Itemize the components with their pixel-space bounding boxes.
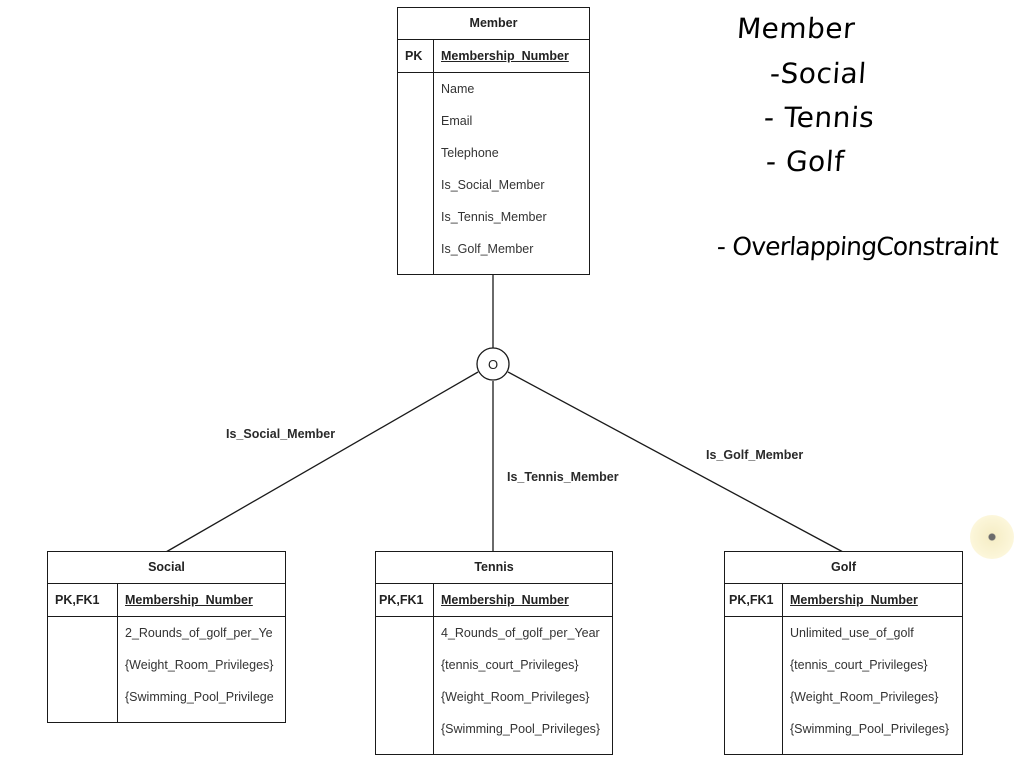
primary-key-name: Membership_Number bbox=[790, 593, 918, 607]
handwritten-note-item: - Golf bbox=[764, 145, 846, 178]
primary-key-name: Membership_Number bbox=[441, 593, 569, 607]
attribute-item: {Weight_Room_Privileges} bbox=[125, 658, 274, 672]
primary-key-row: PK,FK1 Membership_Number bbox=[376, 584, 612, 617]
attribute-list: Unlimited_use_of_golf {tennis_court_Priv… bbox=[783, 617, 962, 754]
key-column bbox=[376, 617, 434, 754]
attribute-list: Name Email Telephone Is_Social_Member Is… bbox=[434, 73, 589, 274]
attribute-item: Telephone bbox=[441, 146, 499, 160]
entity-title: Tennis bbox=[376, 552, 612, 584]
attribute-item: Email bbox=[441, 114, 473, 128]
key-column bbox=[48, 617, 118, 722]
attribute-section: 4_Rounds_of_golf_per_Year {tennis_court_… bbox=[376, 617, 612, 754]
key-label: PK,FK1 bbox=[376, 584, 434, 616]
attribute-item: Is_Tennis_Member bbox=[441, 210, 547, 224]
attribute-list: 2_Rounds_of_golf_per_Ye {Weight_Room_Pri… bbox=[118, 617, 285, 722]
attribute-item: {Weight_Room_Privileges} bbox=[441, 690, 590, 704]
attribute-item: {Swimming_Pool_Privilege bbox=[125, 690, 274, 704]
attribute-item: {tennis_court_Privileges} bbox=[790, 658, 928, 672]
handwritten-note-constraint: - OverlappingConstraint bbox=[715, 232, 999, 261]
attribute-item: {Swimming_Pool_Privileges} bbox=[790, 722, 950, 736]
entity-title: Golf bbox=[725, 552, 962, 584]
entity-social[interactable]: Social PK,FK1 Membership_Number 2_Rounds… bbox=[47, 551, 286, 723]
attribute-item: {Swimming_Pool_Privileges} bbox=[441, 722, 601, 736]
primary-key-row: PK Membership_Number bbox=[398, 40, 589, 73]
entity-golf[interactable]: Golf PK,FK1 Membership_Number Unlimited_… bbox=[724, 551, 963, 755]
entity-title: Social bbox=[48, 552, 285, 584]
attribute-item: 2_Rounds_of_golf_per_Ye bbox=[125, 626, 273, 640]
label-is-golf-member: Is_Golf_Member bbox=[706, 448, 804, 462]
primary-key-row: PK,FK1 Membership_Number bbox=[725, 584, 962, 617]
key-column bbox=[725, 617, 783, 754]
entity-tennis[interactable]: Tennis PK,FK1 Membership_Number 4_Rounds… bbox=[375, 551, 613, 755]
circle-to-golf-line bbox=[507, 371, 844, 553]
entity-title: Member bbox=[398, 8, 589, 40]
attribute-section: Name Email Telephone Is_Social_Member Is… bbox=[398, 73, 589, 274]
entity-member[interactable]: Member PK Membership_Number Name Email T… bbox=[397, 7, 590, 275]
key-column bbox=[398, 73, 434, 274]
key-label: PK bbox=[398, 40, 434, 72]
attribute-section: 2_Rounds_of_golf_per_Ye {Weight_Room_Pri… bbox=[48, 617, 285, 722]
overlap-symbol-circle[interactable] bbox=[476, 347, 510, 381]
key-label: PK,FK1 bbox=[48, 584, 118, 616]
attribute-item: Is_Social_Member bbox=[441, 178, 545, 192]
key-label: PK,FK1 bbox=[725, 584, 783, 616]
attribute-item: Unlimited_use_of_golf bbox=[790, 626, 914, 640]
attribute-item: Is_Golf_Member bbox=[441, 242, 534, 256]
circle-to-social-line bbox=[165, 371, 479, 553]
attribute-section: Unlimited_use_of_golf {tennis_court_Priv… bbox=[725, 617, 962, 754]
overlap-symbol-label: O bbox=[488, 357, 498, 372]
label-is-tennis-member: Is_Tennis_Member bbox=[507, 470, 619, 484]
attribute-item: {tennis_court_Privileges} bbox=[441, 658, 579, 672]
attribute-item: {Weight_Room_Privileges} bbox=[790, 690, 939, 704]
primary-key-row: PK,FK1 Membership_Number bbox=[48, 584, 285, 617]
handwritten-note-item: -Social bbox=[768, 57, 868, 90]
primary-key-name: Membership_Number bbox=[441, 49, 569, 63]
label-is-social-member: Is_Social_Member bbox=[226, 427, 336, 441]
primary-key-name: Membership_Number bbox=[125, 593, 253, 607]
handwritten-note-title: Member bbox=[735, 12, 857, 45]
pointer-highlight-icon bbox=[970, 515, 1014, 559]
attribute-list: 4_Rounds_of_golf_per_Year {tennis_court_… bbox=[434, 617, 612, 754]
attribute-item: Name bbox=[441, 82, 475, 96]
attribute-item: 4_Rounds_of_golf_per_Year bbox=[441, 626, 600, 640]
handwritten-note-item: - Tennis bbox=[762, 101, 876, 134]
